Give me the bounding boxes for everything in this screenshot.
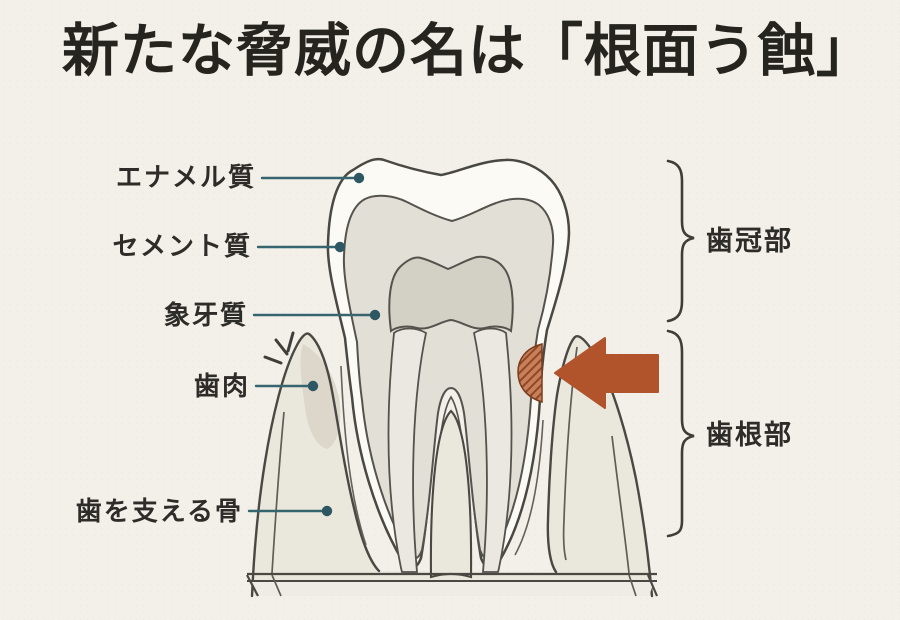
label-supporting-bone: 歯を支える骨 [75, 496, 243, 526]
gum-bone-tissue [250, 332, 654, 598]
bone-inner-line-left [271, 411, 285, 574]
tissue-outline-right [546, 335, 654, 598]
periodontal-line-right [514, 419, 544, 556]
leader-dot-dentin [369, 309, 381, 321]
emphasis-marks-icon [263, 331, 295, 365]
label-enamel: エナメル質 [115, 162, 256, 192]
tissue-outline-left [250, 332, 381, 598]
section-braces [666, 159, 695, 538]
gum-recession-shading [300, 344, 341, 449]
leader-dot-enamel [353, 172, 365, 184]
label-cementum: セメント質 [112, 231, 252, 261]
bone-inner-line-right [611, 435, 630, 574]
root-caries-spot [517, 343, 543, 404]
bone-edge-below-right-outer [646, 574, 659, 597]
tooth-shape [326, 157, 571, 579]
leader-dot-cementum [334, 241, 346, 253]
furcation-bone-arch [429, 409, 473, 579]
bone-edge-below-left-outer [246, 574, 259, 597]
label-crown-section: 歯冠部 [706, 226, 793, 256]
page-title: 新たな脅威の名は「根面う蝕」 [62, 20, 874, 83]
bone-edge-below-right-inner [628, 574, 637, 597]
label-dentin: 象牙質 [163, 300, 248, 330]
bone-edge-below-left-inner [271, 574, 282, 597]
caries-arrow-icon [554, 337, 659, 409]
root-brace [666, 329, 695, 538]
label-root-section: 歯根部 [706, 420, 793, 450]
periodontal-line-left [340, 365, 367, 546]
root-canal-left [387, 327, 428, 573]
leader-dot-bone [321, 505, 333, 517]
leader-dots [307, 172, 381, 517]
crown-brace [666, 159, 695, 323]
tissue-fill-shape [252, 333, 652, 596]
pulp-chamber-shape [388, 255, 514, 333]
label-gum: 歯肉 [193, 371, 250, 401]
root-canal-right [472, 327, 513, 573]
leader-dot-gum [307, 380, 319, 392]
bone-base [246, 572, 659, 597]
bone-base-strip [250, 582, 654, 596]
leader-lines [247, 176, 375, 513]
